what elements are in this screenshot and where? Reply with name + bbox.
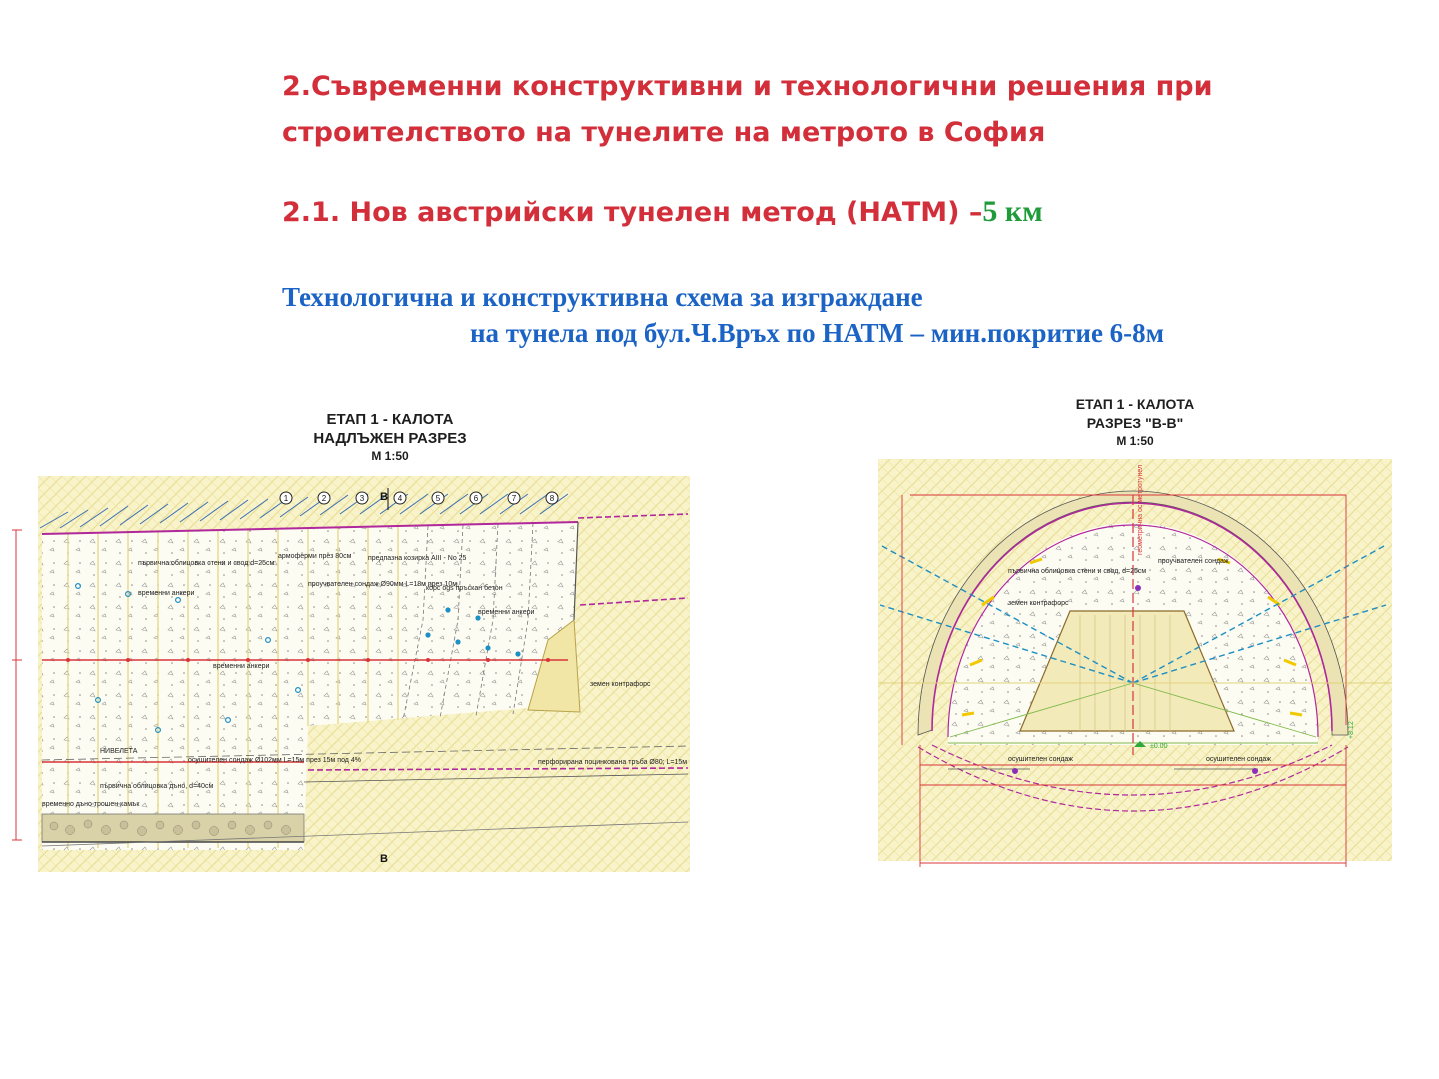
section-mark-6: 6 <box>474 494 479 503</box>
left-caption-stage: ЕТАП 1 - КАЛОТА <box>326 411 454 428</box>
primary-lining <box>41 521 579 535</box>
face-stages <box>402 522 534 721</box>
subtitle-line-1: Технологична и конструктивна схема за из… <box>282 282 923 312</box>
label-primary-lining: първична облицовка стени и свод, d=25см <box>1008 567 1146 575</box>
label-tunnel-axis: геометрична ос метротунел <box>1137 465 1144 555</box>
section-heading: 2.1. Нов австрийски тунелен метод (НАТМ)… <box>282 192 1043 233</box>
left-drawing-caption: ЕТАП 1 - КАЛОТА НАДЛЪЖЕН РАЗРЕЗ М 1:50 <box>280 410 500 464</box>
longitudinal-section-drawing: 1 2 3 4 5 6 7 8 В В първична облицовка с… <box>12 476 690 872</box>
section-mark-1: 1 <box>284 494 289 503</box>
right-caption-scale: М 1:50 <box>1116 434 1154 448</box>
label-counterfort: земен контрафорс <box>590 681 651 688</box>
section-mark-4: 4 <box>398 494 403 503</box>
label-niveleta: НИВЕЛЕТА <box>100 748 138 755</box>
label-exploratory-drill: проучвателен сондаж Ø90мм L=18м през 10м <box>308 581 457 588</box>
label-arches: армоферми през 80см <box>278 553 352 560</box>
section-heading-text: 2.1. Нов австрийски тунелен метод (НАТМ) <box>282 197 969 228</box>
future-invert <box>931 744 1333 796</box>
section-mark-3: 3 <box>360 494 365 503</box>
label-counterfort: земен контрафорс <box>1008 600 1069 607</box>
cross-section-drawing: геометрична ос метротунел проучвателен с… <box>878 459 1392 867</box>
label-invert-lining: първична облицовка дъно, d=40см <box>100 782 213 790</box>
label-forepoling: предпазна козирка АIII - No 25 <box>368 555 467 562</box>
slide-title: 2.Съвременни конструктивни и технологичн… <box>282 71 1213 148</box>
right-caption-section: РАЗРЕЗ "В-В" <box>1086 415 1184 431</box>
left-caption-scale: М 1:50 <box>371 449 409 463</box>
label-drain-drill: осушителен сондаж Ø102мм L=15м през 15м … <box>188 757 361 764</box>
earth-counterfort <box>527 619 581 713</box>
label-temp-anchors-3: временни анкери <box>213 663 269 670</box>
section-mark-8: 8 <box>550 494 555 503</box>
steel-arches <box>67 526 399 848</box>
label-side-level: +8.12 <box>1348 721 1355 739</box>
label-drain-right: осушителен сондаж <box>1206 756 1271 763</box>
label-temp-bottom: временно дъно трошен камък <box>42 801 140 808</box>
label-drain-left: осушителен сондаж <box>1008 756 1073 763</box>
temporary-bottom <box>41 813 305 843</box>
section-dash: – <box>968 197 983 228</box>
cut-mark-top: В <box>380 491 388 503</box>
drill-holes <box>74 582 302 734</box>
excavated-calotte <box>42 522 578 850</box>
cut-mark-bottom: В <box>380 853 388 865</box>
label-level-zero: ±0.00 <box>1150 743 1168 750</box>
label-temp-anchors-2: временни анкери <box>478 609 534 616</box>
label-drain-pipe: перфорирана поцинкована тръба Ø80; L=15м <box>538 758 687 766</box>
label-exploratory-drill: проучвателен сондаж <box>1158 558 1229 565</box>
right-caption-stage: ЕТАП 1 - КАЛОТА <box>1075 396 1195 412</box>
left-caption-section: НАДЛЪЖЕН РАЗРЕЗ <box>313 430 467 447</box>
section-mark-2: 2 <box>322 494 327 503</box>
section-mark-7: 7 <box>512 494 517 503</box>
label-shotcrete: корс ogs пръскан бетон <box>426 584 503 592</box>
label-temp-anchors-1: временни анкери <box>138 590 194 597</box>
radial-anchors <box>879 544 1387 684</box>
section-mark-5: 5 <box>436 494 441 503</box>
section-length: 5 км <box>982 195 1043 228</box>
label-primary-lining: първична облицовка стени и свод d=25см <box>138 559 274 567</box>
subtitle-line-2: на тунела под бул.Ч.Връх по НАТМ – мин.п… <box>470 318 1165 348</box>
right-drawing-caption: ЕТАП 1 - КАЛОТА РАЗРЕЗ "В-В" М 1:50 <box>1040 395 1230 449</box>
section-marks: 1 2 3 4 5 6 7 8 <box>279 491 559 505</box>
